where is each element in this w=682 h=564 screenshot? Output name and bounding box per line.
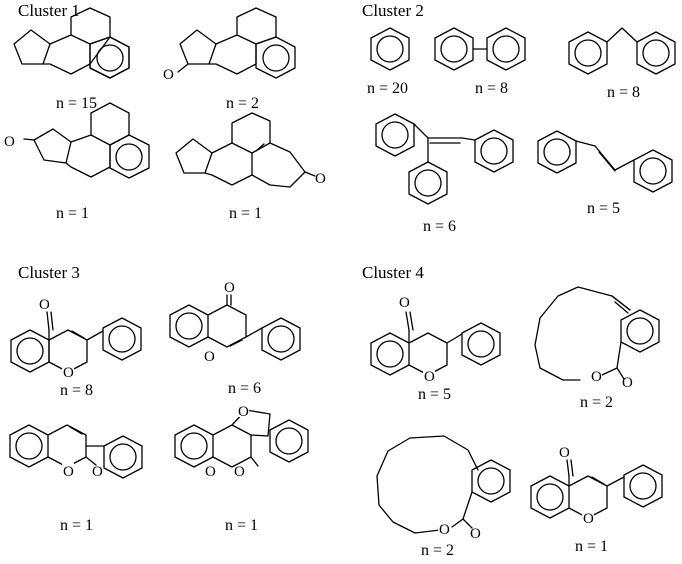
atom-oxygen: O <box>204 349 215 365</box>
count-label-phenylcoumarin: n = 1 <box>60 517 94 534</box>
atom-oxygen: O <box>559 445 570 461</box>
atom-oxygen: O <box>470 526 481 542</box>
count-label-steroid-core: n = 15 <box>56 95 98 112</box>
atom-oxygen: O <box>399 295 410 311</box>
atom-oxygen: O <box>439 522 450 538</box>
atom-oxygen: O <box>163 67 174 83</box>
atom-oxygen: O <box>92 464 103 480</box>
atom-oxygen: O <box>238 404 249 420</box>
count-label-flavanone: n = 5 <box>418 386 452 403</box>
count-label-steroid-ketone-16: n = 1 <box>56 205 90 222</box>
count-label-biphenyl: n = 8 <box>475 80 509 97</box>
count-label-isoflavone: n = 6 <box>228 380 262 397</box>
count-label-steroid-enone: n = 1 <box>229 205 263 222</box>
atom-oxygen: O <box>622 375 633 391</box>
atom-oxygen: O <box>39 297 50 313</box>
atom-oxygen: O <box>205 464 216 480</box>
count-label-coumestan: n = 1 <box>225 517 259 534</box>
atom-oxygen: O <box>224 280 235 296</box>
count-label-triphenylethylene: n = 6 <box>423 218 457 235</box>
atom-oxygen: O <box>234 464 245 480</box>
atom-oxygen: O <box>63 365 74 381</box>
atom-oxygen: O <box>591 369 602 385</box>
count-label-macrolactone: n = 2 <box>421 542 455 559</box>
atom-oxygen: O <box>63 464 74 480</box>
cluster-4-title: Cluster 4 <box>362 263 424 282</box>
count-label-steroid-ketone-17: n = 2 <box>226 95 260 112</box>
count-label-stilbene: n = 5 <box>587 200 621 217</box>
count-label-diphenylmethane: n = 8 <box>607 84 641 101</box>
count-label-flavone: n = 8 <box>60 382 94 399</box>
atom-oxygen: O <box>583 511 594 527</box>
cluster-2-title: Cluster 2 <box>362 1 424 20</box>
cluster-3-title: Cluster 3 <box>18 263 80 282</box>
count-label-macrolactone-alkene: n = 2 <box>580 394 614 411</box>
atom-oxygen: O <box>4 134 15 150</box>
count-label-benzene: n = 20 <box>367 80 409 97</box>
cluster-1-title: Cluster 1 <box>18 1 80 20</box>
count-label-flavone-2: n = 1 <box>575 538 609 555</box>
atom-oxygen: O <box>424 369 435 385</box>
atom-oxygen: O <box>315 171 326 187</box>
